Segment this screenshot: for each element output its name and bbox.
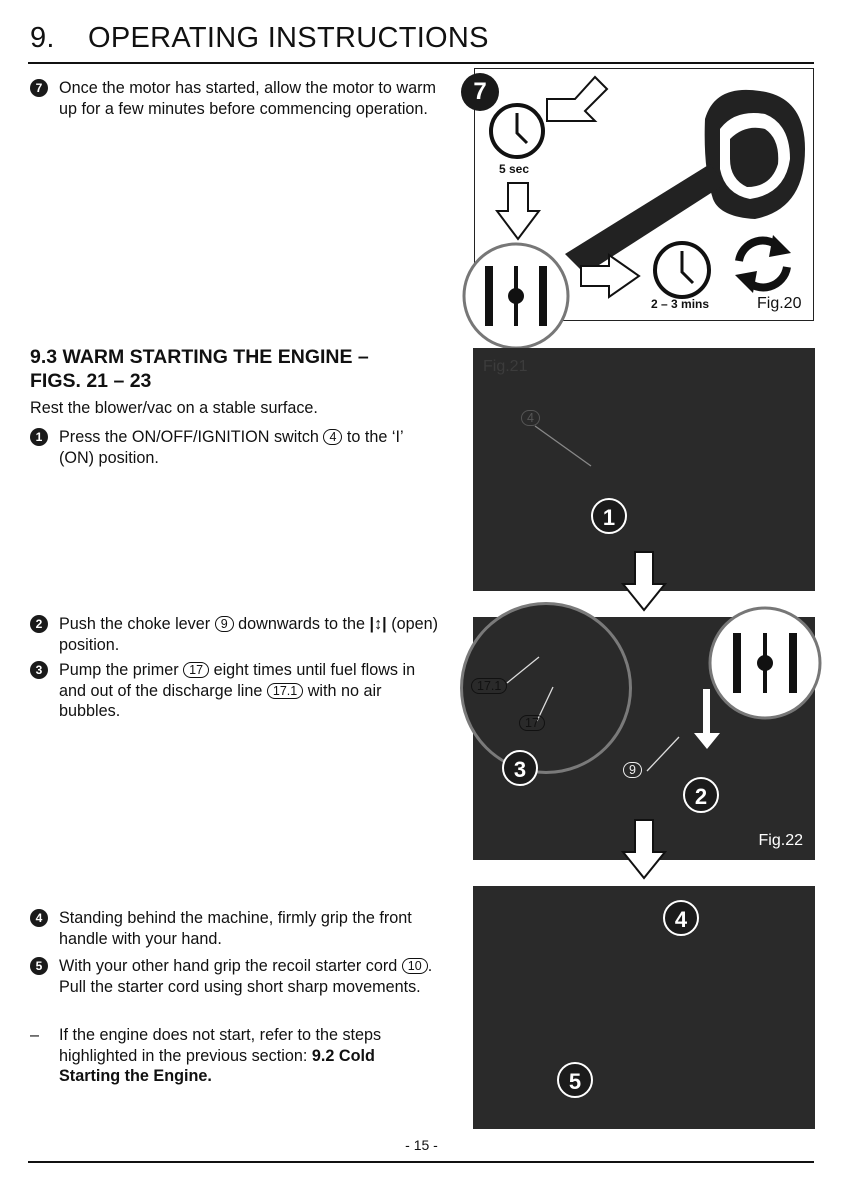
step-5: 5 With your other hand grip the recoil s…	[30, 956, 440, 997]
step-3: 3 Pump the primer 17 eight times until f…	[30, 660, 440, 722]
step-badge: 7	[30, 79, 48, 97]
part-callout: 9	[214, 616, 234, 632]
section-intro: Rest the blower/vac on a stable surface.	[30, 399, 318, 417]
part-callout: 9	[623, 762, 642, 778]
step-1: 1 Press the ON/OFF/IGNITION switch 4 to …	[30, 427, 440, 468]
clock-icon	[653, 241, 711, 299]
step-text: Standing behind the machine, firmly grip…	[59, 909, 412, 948]
step-badge: 5	[30, 957, 48, 975]
down-arrow-icon	[495, 182, 541, 241]
fig20-badge: 7	[461, 73, 499, 111]
note-dash: –	[30, 1026, 40, 1044]
right-arrow-icon	[580, 253, 641, 299]
step-text: Once the motor has started, allow the mo…	[59, 79, 436, 118]
section-heading: 9.3 WARM STARTING THE ENGINE – FIGS. 21 …	[30, 345, 450, 393]
choke-symbol-icon	[708, 606, 822, 720]
note-reference: 9.2 Cold Starting the Engine.	[59, 1046, 375, 1086]
step-text: downwards to the	[238, 615, 366, 633]
top-rule	[28, 62, 814, 64]
leader-line	[506, 656, 540, 684]
step-text: eight times until fuel flows in and out …	[59, 661, 416, 700]
section-heading-line2: FIGS. 21 – 23	[30, 370, 152, 392]
step-7: 7 Once the motor has started, allow the …	[30, 78, 440, 119]
part-callout: 17.1	[471, 678, 508, 694]
step-text: Pump the primer	[59, 661, 179, 679]
timer-label: 2 – 3 mins	[651, 297, 710, 311]
down-arrow-icon	[621, 551, 667, 612]
choke-symbol-icon	[462, 242, 570, 350]
note-text: If the engine does not start, refer to t…	[59, 1026, 382, 1065]
leader-line	[534, 425, 592, 467]
section-number: 9.	[30, 22, 55, 54]
figure-21: Fig.21 4 1	[473, 348, 815, 591]
step-badge: 4	[30, 909, 48, 927]
step-4: 4 Standing behind the machine, firmly gr…	[30, 908, 440, 949]
down-arrow-icon	[703, 689, 710, 739]
clock-icon	[489, 103, 545, 159]
down-arrow-head	[694, 733, 720, 749]
section-heading-line1: 9.3 WARM STARTING THE ENGINE –	[30, 346, 369, 368]
page-number: - 15 -	[405, 1137, 438, 1153]
step-number-badge: 3	[502, 750, 538, 786]
part-callout: 4	[323, 429, 343, 445]
timer-label: 5 sec	[499, 162, 530, 176]
step-number-badge: 4	[663, 900, 699, 936]
bottom-rule	[28, 1161, 814, 1163]
step-number-badge: 1	[591, 498, 627, 534]
arrow-icon	[546, 75, 609, 122]
step-2: 2 Push the choke lever 9 downwards to th…	[30, 614, 440, 655]
note: – If the engine does not start, refer to…	[30, 1025, 440, 1087]
part-callout: 17	[183, 662, 210, 678]
step-text: Press the ON/OFF/IGNITION switch	[59, 428, 319, 446]
step-text: Push the choke lever	[59, 615, 211, 633]
part-callout: 17.1	[266, 682, 304, 699]
step-number-badge: 5	[557, 1062, 593, 1098]
part-callout: 10	[401, 958, 428, 974]
step-number-badge: 2	[683, 777, 719, 813]
figure-23: 4 5	[473, 886, 815, 1129]
fig20-illustration	[546, 75, 805, 274]
section-title: OPERATING INSTRUCTIONS	[88, 22, 489, 54]
figure-label: Fig.20	[757, 295, 802, 312]
down-arrow-icon	[621, 819, 667, 880]
step-text: (open) position.	[59, 615, 438, 654]
step-badge: 3	[30, 661, 48, 679]
choke-open-symbol: |↕|	[369, 615, 387, 633]
primer-zoom-circle: 17.1 17	[460, 602, 632, 774]
step-text: with no air bubbles.	[59, 681, 382, 721]
step-badge: 1	[30, 428, 48, 446]
part-callout: 4	[521, 410, 540, 426]
figure-label: Fig.21	[483, 358, 528, 375]
step-text: to the ‘I’ (ON) position.	[59, 428, 403, 467]
step-text: . Pull the starter cord using short shar…	[59, 957, 433, 996]
leader-line	[646, 736, 680, 772]
figure-20: 7 5 sec 2 – 3 mins Fig.20	[461, 68, 814, 350]
page-heading: 9. OPERATING INSTRUCTIONS	[30, 22, 489, 55]
part-callout: 17	[519, 715, 545, 731]
figure-label: Fig.22	[758, 832, 803, 849]
step-badge: 2	[30, 615, 48, 633]
refresh-icon	[735, 235, 791, 293]
step-text: With your other hand grip the recoil sta…	[59, 957, 398, 975]
blower-icon	[565, 89, 805, 274]
